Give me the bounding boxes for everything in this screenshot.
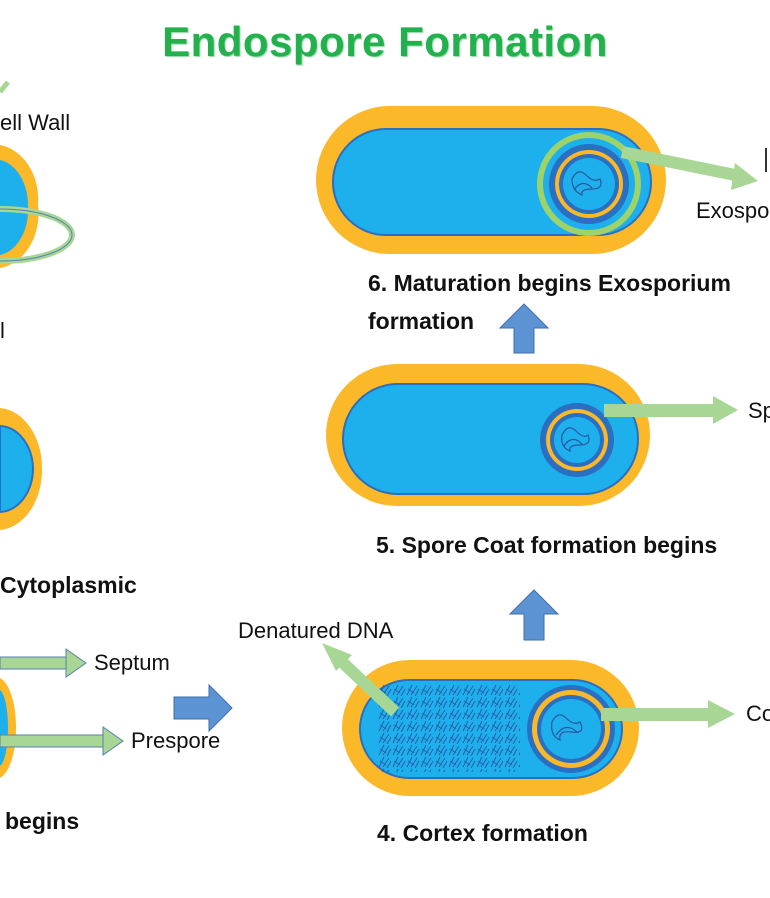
stage6-caption-line2: formation [368, 308, 475, 334]
stage4-cell [342, 660, 639, 796]
septum-arrow [0, 648, 87, 678]
prespore-label: Prespore [131, 728, 221, 753]
stage4-caption: 4. Cortex formation [377, 820, 588, 846]
stage6-caption-line1: 6. Maturation begins Exosporium [368, 270, 731, 296]
cortex-pointer-arrow [601, 700, 735, 728]
denatured-dna-label: Denatured DNA [238, 618, 394, 643]
stage1-cell-partial [0, 80, 75, 268]
prespore-arrow [0, 726, 124, 756]
denatured-dna-mass [378, 684, 520, 772]
spore-coat-arrow-label: Sp [748, 398, 770, 423]
exosporium-pointer-arrow [620, 146, 758, 190]
cell-wall-label: ell Wall [0, 110, 71, 135]
stage2-cell-partial [0, 408, 43, 530]
septum-label: Septum [94, 650, 170, 675]
exosporium-arrow-label: Exospo [696, 198, 770, 223]
cortex-arrow-label: Co [746, 701, 770, 726]
flow-arrow-up-5-to-6 [498, 303, 550, 354]
flow-arrow-right [173, 683, 233, 733]
stage5-caption: 5. Spore Coat formation begins [376, 532, 718, 558]
stage1-caption-partial: l [0, 318, 5, 343]
page-title: Endospore Formation [162, 18, 608, 65]
stage3-caption: begins [5, 808, 80, 834]
spore-coat-pointer-arrow [604, 396, 738, 424]
stage2-caption: Cytoplasmic [0, 572, 137, 598]
flow-arrow-up-4-to-5 [508, 589, 560, 641]
stage5-cell [326, 364, 650, 506]
stage6-cell [316, 106, 666, 254]
denatured-dna-pointer [322, 643, 400, 717]
stage3-cell-partial [0, 648, 124, 778]
